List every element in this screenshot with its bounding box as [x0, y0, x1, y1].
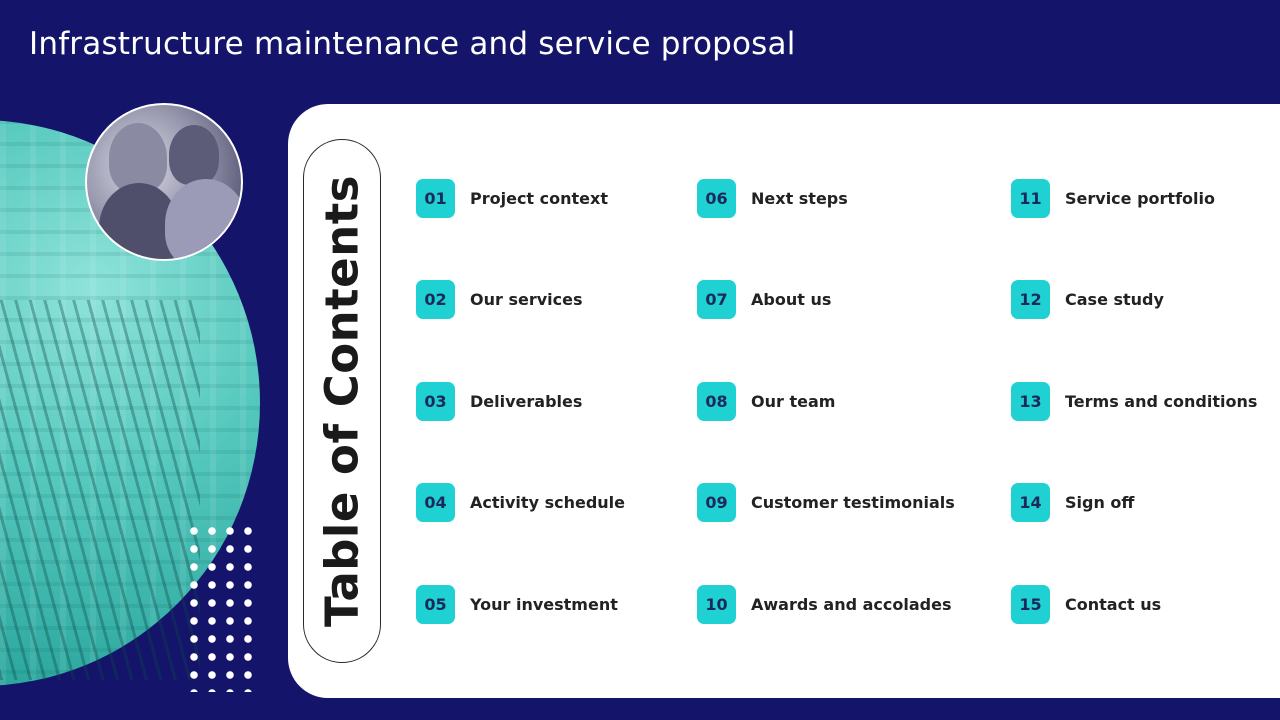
toc-item-01[interactable]: 01 Project context	[416, 178, 608, 218]
toc-item-11[interactable]: 11 Service portfolio	[1011, 178, 1215, 218]
toc-item-label: Activity schedule	[470, 492, 625, 512]
toc-item-10[interactable]: 10 Awards and accolades	[697, 584, 951, 624]
toc-item-number: 15	[1011, 584, 1050, 624]
toc-item-label: Deliverables	[470, 391, 583, 411]
toc-item-03[interactable]: 03 Deliverables	[416, 381, 582, 421]
toc-item-13[interactable]: 13 Terms and conditions	[1011, 381, 1257, 421]
toc-item-label: Contact us	[1065, 594, 1162, 614]
toc-item-number: 14	[1011, 482, 1050, 522]
toc-item-number: 05	[416, 584, 455, 624]
toc-item-number: 07	[697, 279, 736, 319]
page-title: Infrastructure maintenance and service p…	[29, 26, 796, 62]
toc-item-label: Sign off	[1065, 492, 1135, 512]
toc-item-12[interactable]: 12 Case study	[1011, 279, 1164, 319]
toc-item-number: 03	[416, 381, 455, 421]
toc-item-label: Terms and conditions	[1065, 391, 1258, 411]
toc-heading: Table of Contents	[315, 174, 369, 628]
toc-item-number: 01	[416, 178, 455, 218]
toc-item-label: Next steps	[751, 188, 848, 208]
toc-item-02[interactable]: 02 Our services	[416, 279, 583, 319]
toc-item-number: 12	[1011, 279, 1050, 319]
toc-item-label: Service portfolio	[1065, 188, 1215, 208]
toc-item-label: About us	[751, 289, 832, 309]
toc-item-04[interactable]: 04 Activity schedule	[416, 482, 625, 522]
toc-item-label: Customer testimonials	[751, 492, 955, 512]
toc-item-05[interactable]: 05 Your investment	[416, 584, 618, 624]
team-photo	[85, 103, 243, 261]
toc-item-number: 08	[697, 381, 736, 421]
toc-heading-frame	[303, 139, 381, 663]
toc-item-15[interactable]: 15 Contact us	[1011, 584, 1161, 624]
toc-item-label: Project context	[470, 188, 608, 208]
toc-item-number: 11	[1011, 178, 1050, 218]
toc-item-label: Our team	[751, 391, 836, 411]
toc-item-label: Awards and accolades	[751, 594, 952, 614]
toc-item-label: Our services	[470, 289, 583, 309]
toc-item-number: 09	[697, 482, 736, 522]
toc-item-08[interactable]: 08 Our team	[697, 381, 835, 421]
toc-item-number: 13	[1011, 381, 1050, 421]
toc-item-number: 02	[416, 279, 455, 319]
toc-item-09[interactable]: 09 Customer testimonials	[697, 482, 955, 522]
toc-item-number: 06	[697, 178, 736, 218]
toc-item-06[interactable]: 06 Next steps	[697, 178, 848, 218]
toc-item-number: 10	[697, 584, 736, 624]
toc-item-14[interactable]: 14 Sign off	[1011, 482, 1134, 522]
toc-item-label: Case study	[1065, 289, 1164, 309]
toc-item-number: 04	[416, 482, 455, 522]
toc-item-07[interactable]: 07 About us	[697, 279, 831, 319]
dot-grid-decoration	[185, 522, 257, 692]
toc-item-label: Your investment	[470, 594, 618, 614]
